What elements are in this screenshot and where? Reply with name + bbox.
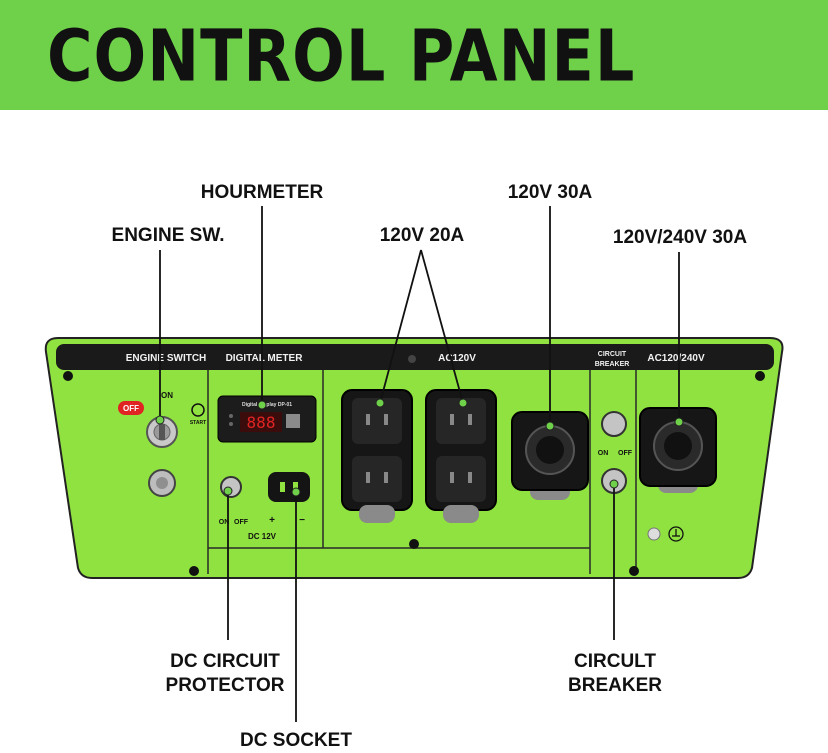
callout-dot — [545, 421, 555, 431]
ground-icon — [668, 526, 684, 542]
callout-dc-socket: DC SOCKET — [240, 730, 352, 751]
screw — [409, 539, 419, 549]
off-badge — [118, 401, 144, 415]
hourmeter-caption: Digital Display DP-01 — [242, 402, 292, 408]
label-engine-switch: ENGINE SWITCH — [126, 353, 207, 364]
callout-dot — [458, 398, 468, 408]
label-ac120v: AC120V — [438, 353, 476, 364]
off-badge-label: OFF — [123, 404, 139, 413]
hourmeter-digits: 888 — [247, 413, 276, 432]
label-digital-meter: DIGITAL METER — [226, 353, 304, 364]
hourmeter-screen — [240, 412, 282, 432]
callout-dots — [155, 398, 684, 497]
outlet-120v-20a-left[interactable] — [341, 389, 413, 523]
dc-on-label: ON — [219, 519, 230, 526]
minus-label: − — [299, 515, 305, 526]
screw — [189, 566, 199, 576]
callout-dot — [609, 479, 619, 489]
outlet-120v-20a-right[interactable] — [425, 389, 497, 523]
key-slot — [159, 424, 165, 440]
dc-socket[interactable] — [268, 472, 310, 502]
screw — [408, 355, 416, 363]
ground-terminal — [647, 527, 661, 541]
callout-breaker-line1: CIRCULT — [574, 651, 656, 672]
screw — [63, 371, 73, 381]
leader-lines — [159, 206, 680, 722]
page-title: CONTROL PANEL — [47, 14, 636, 98]
callout-120v-30a: 120V 30A — [507, 182, 593, 203]
hourmeter-button[interactable] — [286, 414, 300, 428]
breaker-off-label: OFF — [618, 450, 633, 457]
dc-12v-label: DC 12V — [248, 532, 277, 541]
label-breaker: BREAKER — [595, 361, 630, 368]
callout-dc-protector-line2: PROTECTOR — [165, 675, 285, 696]
callout-dc-protector: DC CIRCUIT PROTECTOR — [160, 650, 290, 698]
start-icon — [191, 403, 205, 417]
plus-label: + — [269, 515, 275, 526]
header-banner: CONTROL PANEL — [0, 0, 828, 110]
breaker-on-label: ON — [598, 450, 609, 457]
dc-socket-pin — [293, 482, 298, 492]
outlet-120-240v-30a[interactable] — [639, 407, 717, 493]
dc-off-label: OFF — [234, 519, 249, 526]
hourmeter-led — [229, 414, 233, 418]
circuit-breaker-top[interactable] — [601, 411, 627, 437]
callout-engine-sw: ENGINE SW. — [111, 225, 225, 246]
choke-knob-center — [156, 477, 168, 489]
on-label: ON — [161, 391, 173, 400]
callout-dot — [375, 398, 385, 408]
label-ac120-240v: AC120/240V — [647, 353, 705, 364]
leader-20a-right — [420, 249, 464, 404]
start-label: START — [190, 420, 206, 426]
callout-dot — [223, 486, 233, 496]
callout-breaker: CIRCULT BREAKER — [556, 650, 674, 698]
callout-120v-20a: 120V 20A — [379, 225, 465, 246]
callout-dc-protector-line1: DC CIRCUIT — [170, 651, 280, 672]
callout-120v-240v-30a: 120V/240V 30A — [612, 227, 748, 248]
callout-dot — [291, 487, 301, 497]
callout-dot — [257, 400, 267, 410]
dc-socket-pin — [280, 482, 285, 492]
leader-20a-left — [379, 249, 422, 404]
callout-breaker-line2: BREAKER — [568, 675, 662, 696]
hourmeter-led — [229, 422, 233, 426]
screw — [755, 371, 765, 381]
callout-dot — [155, 415, 165, 425]
label-circuit: CIRCUIT — [598, 351, 627, 358]
callout-dot — [674, 417, 684, 427]
outlet-120v-30a[interactable] — [511, 411, 589, 500]
screw — [629, 566, 639, 576]
callout-hourmeter: HOURMETER — [200, 182, 324, 203]
